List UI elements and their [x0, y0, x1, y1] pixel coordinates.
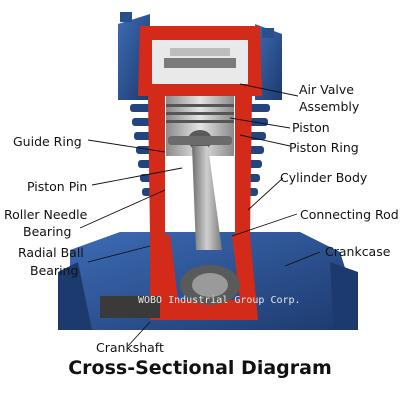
- label-air-valve-line1: Air Valve: [299, 82, 354, 97]
- label-air-valve-line2: Assembly: [299, 99, 360, 114]
- connecting-rod: [192, 146, 222, 250]
- label-radial-ball-line2: Bearing: [30, 263, 78, 278]
- diagram-title: Cross-Sectional Diagram: [68, 357, 332, 379]
- valve-head-section: [138, 26, 262, 96]
- watermark: WOBO Industrial Group Corp.: [138, 295, 301, 306]
- label-guide-ring: Guide Ring: [13, 134, 82, 149]
- leader-lines: [79, 83, 321, 347]
- label-roller-needle-line1: Roller Needle: [4, 207, 88, 222]
- crankshaft: [100, 265, 240, 318]
- label-crankshaft: Crankshaft: [96, 340, 164, 355]
- label-roller-needle-line2: Bearing: [23, 224, 71, 239]
- label-connecting-rod: Connecting Rod: [300, 207, 399, 222]
- crankcase-section: [150, 235, 258, 320]
- piston-pin: [168, 136, 232, 145]
- label-radial-ball-line1: Radial Ball: [18, 245, 84, 260]
- cylinder-walls: [148, 96, 252, 235]
- label-piston-ring: Piston Ring: [289, 140, 359, 155]
- label-piston: Piston: [292, 120, 330, 135]
- label-piston-pin: Piston Pin: [27, 179, 87, 194]
- label-crankcase: Crankcase: [325, 244, 391, 259]
- label-cylinder-body: Cylinder Body: [280, 170, 368, 185]
